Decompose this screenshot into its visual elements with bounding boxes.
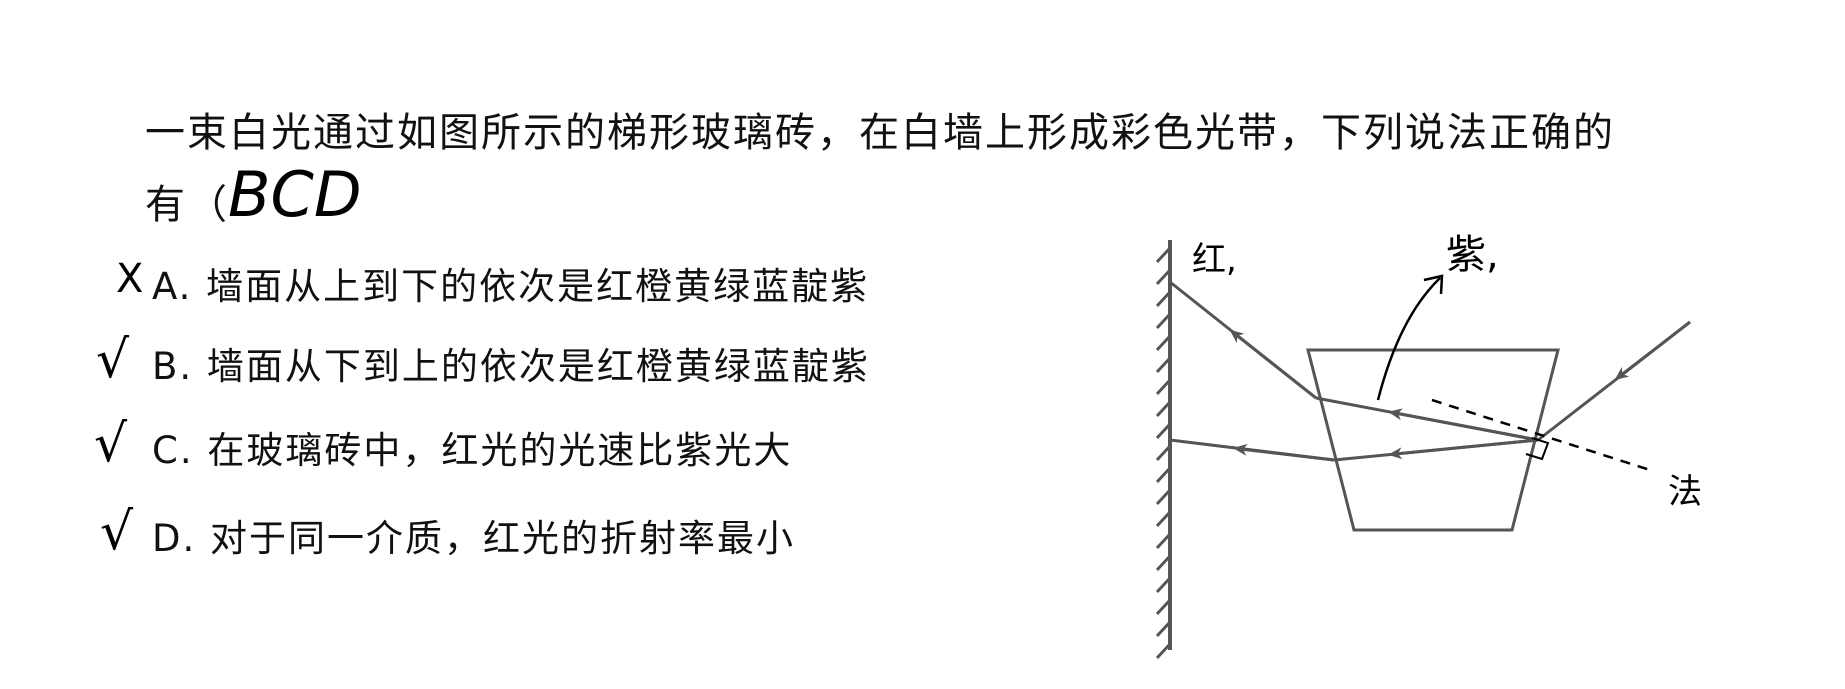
question-prefix: 有（ [145,182,229,228]
option-a-mark: X [116,256,144,302]
option-c-mark: √ [94,414,128,474]
annotation-arrow-label: 紫, [1446,232,1499,278]
handwritten-answer: BCD [228,158,362,231]
question-line-1: 一束白光通过如图所示的梯形玻璃砖，在白墙上形成彩色光带，下列说法正确的 [145,110,1615,156]
annotation-normal-label: 法 [1668,472,1702,512]
glass-brick [1306,348,1560,532]
annotation-top-wall: 红, [1192,240,1237,280]
option-b: B. 墙面从下到上的依次是红橙黄绿蓝靛紫 [152,345,870,388]
option-d-mark: √ [100,502,134,562]
option-a: A. 墙面从上到下的依次是红橙黄绿蓝靛紫 [152,265,870,308]
option-c: C. 在玻璃砖中，红光的光速比紫光大 [152,429,793,472]
question-line-2: 有（ [145,172,229,230]
annotation-arrow [1376,277,1441,401]
option-b-mark: √ [96,330,130,390]
right-angle-marker [1525,437,1550,461]
wall [1155,240,1172,660]
option-d: D. 对于同一介质，红光的折射率最小 [152,517,796,560]
normal-line [1431,398,1651,472]
